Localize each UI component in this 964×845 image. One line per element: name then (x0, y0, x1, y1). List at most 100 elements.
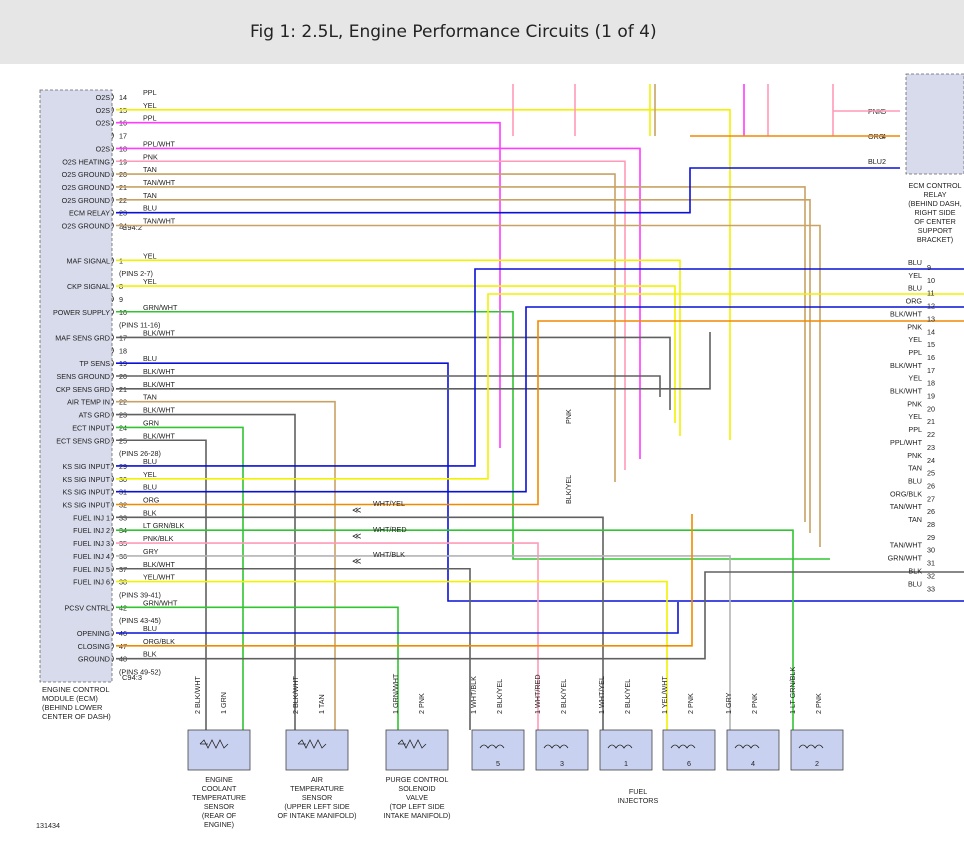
resistor-icon (199, 739, 229, 749)
relay-label: SUPPORT (918, 226, 953, 235)
injector-box (599, 729, 653, 771)
injector-number: 3 (560, 759, 564, 768)
pin-bracket (111, 359, 114, 367)
right-pin-number: 22 (927, 430, 935, 439)
ecm-wire (116, 259, 681, 436)
ecm-wire-label: GRN/WHT (143, 303, 178, 312)
right-pin-number: 16 (927, 353, 935, 362)
ecm-wire-label: YEL (143, 251, 157, 260)
ecm-wire-label: GRN/WHT (143, 598, 178, 607)
ecm-wire-label: BLK/WHT (143, 431, 176, 440)
ecm-wire-label: BLK/WHT (143, 328, 176, 337)
right-pin-number: 19 (927, 392, 935, 401)
ecm-wire-label: ORG (143, 496, 160, 505)
pin-bracket (111, 372, 114, 380)
pin-bracket (111, 411, 114, 418)
ecm-pin-func-label: O2S (96, 144, 111, 153)
coil-icon (734, 744, 760, 749)
pin-bracket (111, 565, 114, 573)
right-pin-number: 29 (927, 533, 935, 542)
pin-bracket (111, 145, 114, 152)
ecm-wire (116, 542, 539, 730)
injector-box (535, 729, 589, 771)
ecm-wire-label: YEL/WHT (143, 573, 176, 582)
splice-label: WHT/BLK (373, 550, 405, 559)
ecm-wire-label: (PINS 43-45) (119, 616, 161, 625)
ecm-wire-label: GRN (143, 418, 159, 427)
right-wire-label: BLU (908, 258, 922, 267)
injector-box (471, 729, 525, 771)
injector-wire-label: 1 GRY (724, 692, 733, 714)
ecm-wire-label: TAN/WHT (143, 217, 176, 226)
pin-bracket (111, 308, 114, 316)
ecm-pin-func-label: O2S HEATING (62, 157, 110, 166)
ecm-pin-func-label: GROUND (78, 655, 110, 664)
ecm-pin-func-label: TP SENS (79, 359, 110, 368)
ecm-wire-label: BLK/WHT (143, 367, 176, 376)
pin-bracket (111, 347, 114, 354)
right-pin-number: 30 (927, 546, 935, 555)
ecm-pin-func-label: O2S GROUND (62, 222, 110, 231)
sensor-label: ENGINE) (204, 820, 234, 829)
ecm-wire (116, 186, 806, 522)
pin-bracket (111, 462, 114, 470)
pin-bracket (111, 552, 114, 560)
right-pin-number: 12 (927, 302, 935, 311)
right-wire-label: BLU (908, 579, 922, 588)
sensor-label: VALVE (406, 793, 428, 802)
ecm-wire (116, 362, 964, 602)
ecm-wire-label: (PINS 2-7) (119, 269, 153, 278)
ecm-wire (116, 516, 604, 730)
pin-bracket (111, 539, 114, 547)
right-wire-label: ORG (906, 297, 923, 306)
ecm-pin-func-label: MAF SENS GRD (55, 333, 110, 342)
sensor-label: (TOP LEFT SIDE (389, 802, 444, 811)
ecm-pin-number: 17 (119, 132, 127, 141)
ecm-wire (116, 199, 811, 533)
injector-wire-label: 2 BLK/YEL (623, 679, 632, 714)
sensor-pcsv-box (385, 729, 449, 771)
injector-box (726, 729, 780, 771)
ecm-pin-number: 18 (119, 346, 127, 355)
ecm-wire (116, 167, 900, 214)
sensor-wire-label: 2 PNK (417, 693, 426, 714)
sensor-wire-label: 1 GRN/WHT (391, 673, 400, 714)
coil-icon (607, 744, 633, 749)
injector-wire-label: 1 LT GRN/BLK (788, 667, 797, 714)
ecm-pin-func-label: O2S GROUND (62, 196, 110, 205)
ecm-wire-label: BLK/WHT (143, 406, 176, 415)
sensor-label: TEMPERATURE (290, 784, 344, 793)
injector-wire-label: 2 BLK/YEL (495, 679, 504, 714)
relay-label: RELAY (923, 190, 946, 199)
ecm-wire (116, 426, 244, 730)
ecm-wire (116, 567, 471, 730)
ecm-wire (116, 306, 964, 493)
ecm-wire-label: BLU (143, 483, 157, 492)
ecm-pin-func-label: AIR TEMP IN (67, 398, 110, 407)
ecm-pin-func-label: CKP SIGNAL (67, 282, 110, 291)
sensor-label: SENSOR (204, 802, 234, 811)
right-pin-number: 33 (927, 584, 935, 593)
right-wire-label: TAN (908, 515, 922, 524)
right-wire-label: BLU (908, 476, 922, 485)
ecm-pin-func-label: KS SIG INPUT (62, 488, 110, 497)
resistor-icon (397, 739, 427, 749)
pin-bracket (111, 334, 114, 341)
ecm-wire (116, 400, 336, 730)
sensor-label: (UPPER LEFT SIDE (284, 802, 350, 811)
right-wire-label: PNK (907, 322, 922, 331)
injector-wire-label: 1 WHT/RED (533, 674, 542, 714)
ecm-pin-func-label: ECT SENS GRD (56, 436, 110, 445)
coil-icon (543, 744, 569, 749)
injector-number: 1 (624, 759, 628, 768)
ecm-wire (116, 268, 964, 467)
right-pin-number: 20 (927, 404, 935, 413)
pin-bracket (111, 282, 114, 290)
relay-box (905, 73, 964, 175)
ecm-wire-label: TAN (143, 165, 157, 174)
ecm-pin-number: 9 (119, 295, 123, 304)
sensor-wire-label: 2 BLK/WHT (193, 675, 202, 714)
right-pin-number: 23 (927, 443, 935, 452)
ecm-wire-label: (PINS 39-41) (119, 590, 161, 599)
sensor-ats-box (285, 729, 349, 771)
